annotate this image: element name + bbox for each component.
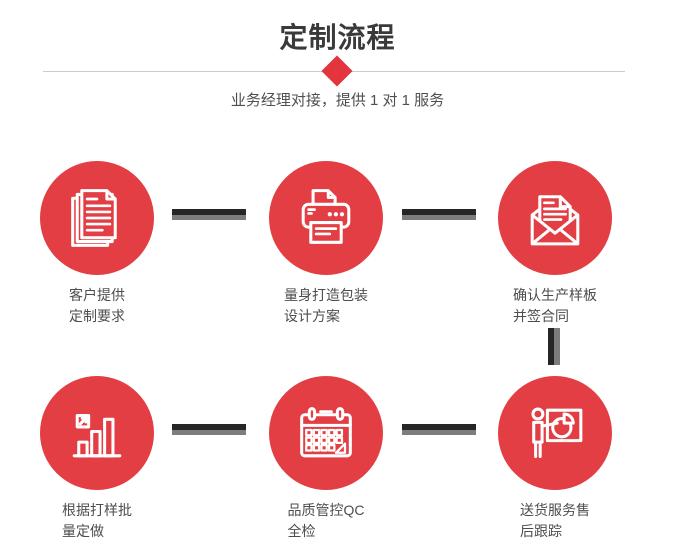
step-label: 送货服务售 后跟踪 bbox=[520, 502, 590, 539]
connector-bar-v bbox=[548, 328, 560, 365]
step-circle bbox=[269, 376, 383, 490]
step-circle bbox=[40, 161, 154, 275]
step-circle bbox=[498, 161, 612, 275]
envelope-icon bbox=[530, 195, 580, 246]
step-batch-production: 根据打样批 量定做 bbox=[40, 376, 154, 539]
connector-bar-h bbox=[172, 424, 246, 435]
step-circle bbox=[498, 376, 612, 490]
printer-icon bbox=[301, 189, 351, 244]
bar-chart-icon bbox=[72, 414, 122, 458]
step-label: 根据打样批 量定做 bbox=[62, 502, 132, 539]
step-circle bbox=[40, 376, 154, 490]
step-label: 品质管控QC 全检 bbox=[287, 502, 365, 539]
page-title: 定制流程 bbox=[279, 22, 396, 53]
calendar-icon bbox=[300, 407, 352, 458]
step-delivery-aftersales: 送货服务售 后跟踪 bbox=[498, 376, 612, 539]
step-sample-contract: 确认生产样板 并签合同 bbox=[498, 161, 612, 324]
step-label: 量身打造包装 设计方案 bbox=[284, 287, 368, 324]
documents-icon bbox=[71, 189, 117, 247]
step-label: 确认生产样板 并签合同 bbox=[513, 287, 597, 324]
page-subtitle: 业务经理对接，提供 1 对 1 服务 bbox=[230, 92, 445, 109]
step-label: 客户提供 定制要求 bbox=[69, 287, 125, 324]
step-packaging-design: 量身打造包装 设计方案 bbox=[269, 161, 383, 324]
connector-bar-h bbox=[402, 209, 476, 220]
step-circle bbox=[269, 161, 383, 275]
presentation-icon bbox=[531, 407, 583, 459]
connector-bar-h bbox=[402, 424, 476, 435]
connector-bar-h bbox=[172, 209, 246, 220]
diamond-marker bbox=[321, 55, 353, 87]
step-customer-requirements: 客户提供 定制要求 bbox=[40, 161, 154, 324]
step-quality-control: 品质管控QC 全检 bbox=[269, 376, 383, 539]
